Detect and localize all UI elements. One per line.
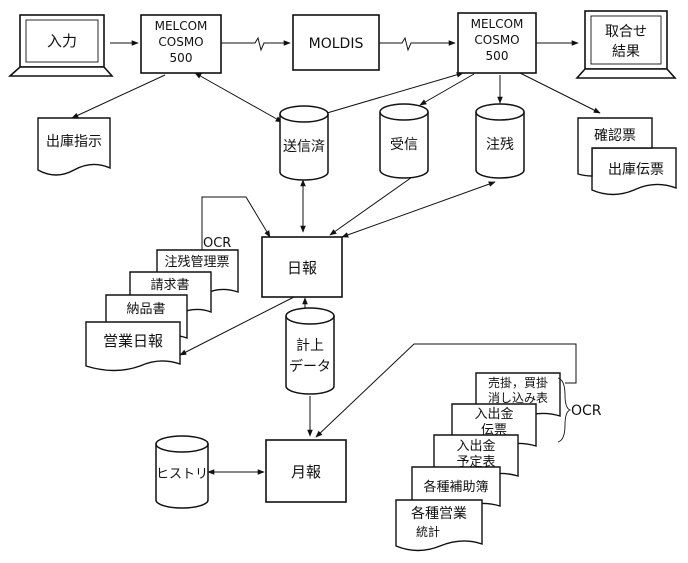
input-label: 入力: [47, 32, 77, 50]
sent-done-label: 送信済: [283, 139, 325, 155]
monthly-report-box: 月報: [265, 439, 347, 503]
left-doc-stack: 注残管理票 請求書 納品書 営業日報: [85, 249, 239, 372]
result-line1: 取合せ: [605, 24, 647, 40]
invoice-label: 請求書: [150, 278, 189, 293]
history-label: ヒストリ: [156, 467, 208, 482]
posted-data-line1: 計上: [296, 338, 324, 354]
daily-report-label: 日報: [287, 259, 317, 277]
confirmation-slip-label: 確認票: [594, 128, 636, 144]
posted-data-line2: データ: [289, 358, 331, 375]
right-doc-stack: 売掛，買掛 消し込み表 入出金 伝票 入出金 予定表 各種補助簿 各種営業 統計: [395, 372, 561, 552]
received-storage: 受信: [379, 103, 429, 179]
business-stats-line1: 各種営業: [411, 506, 467, 522]
shipping-instruction-doc: 出庫指示: [37, 117, 111, 176]
received-label: 受信: [390, 137, 418, 153]
cash-schedule-line1: 入出金: [456, 438, 495, 454]
history-storage: ヒストリ: [155, 435, 209, 509]
input-terminal: 入力: [7, 14, 114, 77]
moldis-label: MOLDIS: [309, 36, 364, 52]
cash-schedule-line2: 予定表: [456, 455, 495, 470]
order-backlog-label: 注残: [486, 137, 514, 153]
ocr-top-label: OCR: [203, 236, 231, 251]
monthly-report-label: 月報: [291, 463, 321, 481]
delivery-slip-label: 納品書: [126, 302, 165, 317]
receivable-payable-line2: 消し込み表: [488, 391, 548, 405]
order-backlog-mgmt-label: 注残管理票: [164, 255, 229, 270]
shipping-slip-label: 出庫伝票: [608, 161, 664, 178]
confirmation-slip-doc: 確認票: [577, 117, 653, 177]
ocr-right-label: OCR: [571, 403, 602, 419]
melcom-left-box: MELCOM COSMO 500: [140, 14, 222, 74]
melcom-right-line1: MELCOM: [471, 17, 524, 31]
daily-report-box: 日報: [261, 236, 343, 298]
melcom-left-line2: COSMO: [158, 35, 203, 49]
melcom-left-line1: MELCOM: [155, 19, 208, 33]
result-line2: 結果: [612, 44, 640, 60]
melcom-right-box: MELCOM COSMO 500: [457, 12, 537, 74]
cash-slip-line1: 入出金: [474, 406, 513, 422]
connectors: [71, 36, 601, 475]
melcom-right-line2: COSMO: [474, 33, 519, 47]
business-stats-line2: 統計: [416, 524, 440, 539]
moldis-box: MOLDIS: [292, 14, 380, 71]
ocr-bracket: [557, 377, 572, 443]
melcom-left-line3: 500: [170, 51, 193, 65]
aux-ledgers-label: 各種補助簿: [423, 479, 488, 495]
shipping-slip-doc: 出庫伝票: [591, 147, 677, 196]
order-backlog-storage: 注残: [475, 103, 525, 179]
cash-slip-line2: 伝票: [481, 423, 507, 438]
posted-data-storage: 計上 データ: [285, 307, 335, 395]
receivable-payable-line1: 売掛，買掛: [488, 375, 548, 390]
melcom-right-line3: 500: [486, 49, 509, 63]
shipping-instruction-label: 出庫指示: [46, 133, 102, 150]
business-daily-label: 営業日報: [103, 332, 163, 350]
sent-done-storage: 送信済: [279, 105, 329, 181]
result-terminal: 取合せ 結果: [575, 10, 677, 79]
